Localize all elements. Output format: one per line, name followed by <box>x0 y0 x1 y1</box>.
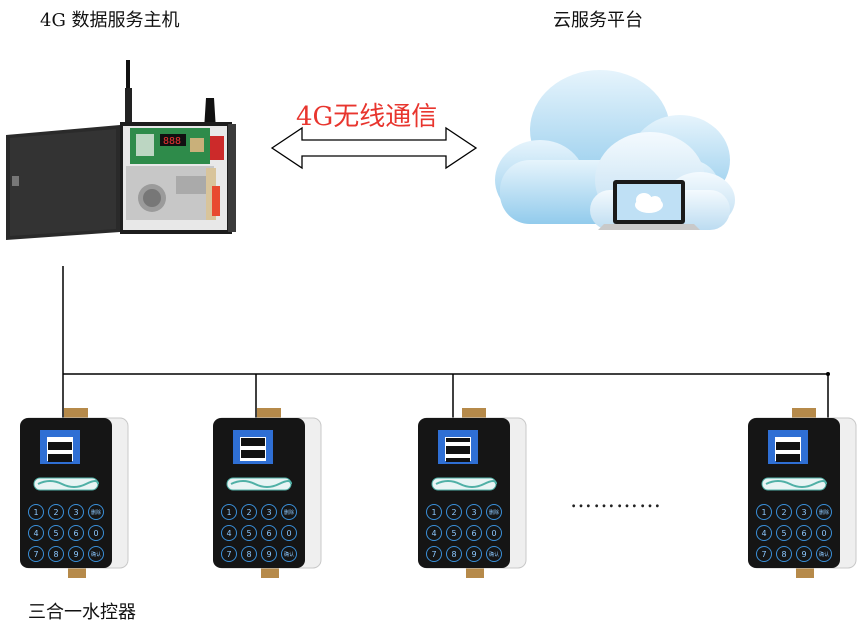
door-lock <box>12 176 19 186</box>
keypad-key[interactable]: 2 <box>48 504 64 520</box>
keypad-key[interactable]: 确认 <box>281 546 297 562</box>
keypad-key[interactable]: 确认 <box>816 546 832 562</box>
keypad-key[interactable]: 7 <box>28 546 44 562</box>
keypad-key[interactable]: 删除 <box>281 504 297 520</box>
svg-text:888: 888 <box>163 136 181 147</box>
double-arrow <box>270 126 478 170</box>
keypad-key[interactable]: 8 <box>446 546 462 562</box>
keypad-key[interactable]: 0 <box>816 525 832 541</box>
keypad-key[interactable]: 5 <box>48 525 64 541</box>
keypad-key[interactable]: 4 <box>756 525 772 541</box>
device-caption: 三合一水控器 <box>28 602 136 623</box>
keypad-key[interactable]: 4 <box>28 525 44 541</box>
link-label: 4G无线通信 <box>296 102 438 132</box>
keypad-key[interactable]: 4 <box>426 525 442 541</box>
keypad-key[interactable]: 删除 <box>88 504 104 520</box>
keypad-key[interactable]: 9 <box>796 546 812 562</box>
keypad-key[interactable]: 0 <box>281 525 297 541</box>
keypad-key[interactable]: 9 <box>68 546 84 562</box>
bus-end-dot <box>826 372 830 376</box>
keypad-key[interactable]: 6 <box>466 525 482 541</box>
keypad-key[interactable]: 删除 <box>486 504 502 520</box>
keypad-key[interactable]: 8 <box>241 546 257 562</box>
keypad-key[interactable]: 5 <box>241 525 257 541</box>
keypad-key[interactable]: 3 <box>261 504 277 520</box>
keypad-key[interactable]: 7 <box>756 546 772 562</box>
keypad-key[interactable]: 1 <box>426 504 442 520</box>
keypad-key[interactable]: 3 <box>796 504 812 520</box>
keypad-key[interactable]: 2 <box>241 504 257 520</box>
keypad-key[interactable]: 7 <box>426 546 442 562</box>
keypad-key[interactable]: 5 <box>446 525 462 541</box>
laptop-icon <box>598 180 700 230</box>
keypad-key[interactable]: 3 <box>466 504 482 520</box>
keypad-key[interactable]: 1 <box>221 504 237 520</box>
cloud-title: 云服务平台 <box>553 10 643 31</box>
host-title: 4G 数据服务主机 <box>40 10 180 31</box>
keypad-key[interactable]: 8 <box>48 546 64 562</box>
keypad-key[interactable]: 确认 <box>88 546 104 562</box>
keypad-key[interactable]: 6 <box>68 525 84 541</box>
keypad-key[interactable]: 3 <box>68 504 84 520</box>
keypad-key[interactable]: 2 <box>776 504 792 520</box>
keypad-key[interactable]: 8 <box>776 546 792 562</box>
keypad-key[interactable]: 6 <box>261 525 277 541</box>
keypad-key[interactable]: 5 <box>776 525 792 541</box>
keypad-key[interactable]: 6 <box>796 525 812 541</box>
keypad-key[interactable]: 0 <box>88 525 104 541</box>
keypad-key[interactable]: 9 <box>466 546 482 562</box>
keypad-key[interactable]: 确认 <box>486 546 502 562</box>
keypad-key[interactable]: 9 <box>261 546 277 562</box>
keypad-key[interactable]: 删除 <box>816 504 832 520</box>
keypad-key[interactable]: 1 <box>28 504 44 520</box>
keypad-key[interactable]: 2 <box>446 504 462 520</box>
keypad-key[interactable]: 1 <box>756 504 772 520</box>
keypad-key[interactable]: 0 <box>486 525 502 541</box>
keypad-key[interactable]: 7 <box>221 546 237 562</box>
keypad-key[interactable]: 4 <box>221 525 237 541</box>
ellipsis: ………… <box>570 488 662 513</box>
